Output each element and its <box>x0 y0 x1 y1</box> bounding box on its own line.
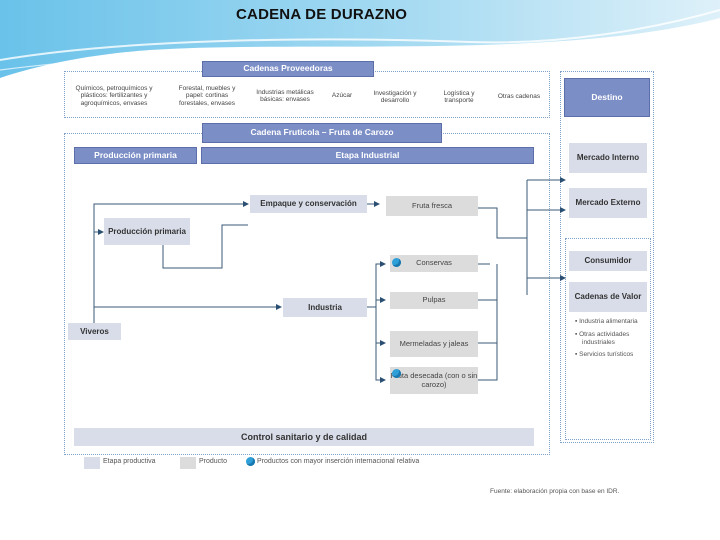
slide-title: CADENA DE DURAZNO <box>236 6 408 23</box>
cadena-header: Cadena Frutícola – Fruta de Carozo <box>202 123 442 143</box>
proveedor-item: Industrias metálicas básicas: envases <box>256 88 314 103</box>
control-sanitario-bar: Control sanitario y de calidad <box>74 428 534 446</box>
source-note: Fuente: elaboración propia con base en I… <box>490 488 620 495</box>
legend-producto-swatch <box>180 457 196 469</box>
header-swoosh-decoration <box>0 0 720 78</box>
producto-conservas: Conservas <box>390 255 478 272</box>
viveros-box: Viveros <box>68 323 121 340</box>
insercion-marker-icon <box>392 369 401 378</box>
list-item: ▪ Otras actividades industriales <box>575 330 630 346</box>
legend-insercion-icon <box>246 457 255 466</box>
industria-box: Industria <box>283 298 367 317</box>
cadenas-valor-list: ▪ Industria alimentaria ▪ Otras activida… <box>575 318 647 364</box>
insercion-marker-icon <box>392 258 401 267</box>
produccion-primaria-header: Producción primaria <box>74 147 197 164</box>
consumidor-box: Consumidor <box>569 251 647 271</box>
legend-insercion-label: Productos con mayor inserción internacio… <box>257 458 420 465</box>
legend-etapa-swatch <box>84 457 100 469</box>
producto-pulpas: Pulpas <box>390 292 478 309</box>
destino-frame <box>560 71 654 443</box>
cadenas-valor-box: Cadenas de Valor <box>569 282 647 312</box>
producto-fruta-fresca: Fruta fresca <box>386 196 478 216</box>
mercado-interno-box: Mercado Interno <box>569 143 647 173</box>
empaque-box: Empaque y conservación <box>250 195 367 213</box>
proveedor-item: Investigación y desarrollo <box>373 89 417 104</box>
list-item: ▪ Servicios turísticos <box>575 351 634 359</box>
destino-header: Destino <box>564 78 650 117</box>
proveedor-item: Azúcar <box>331 92 353 100</box>
proveedoras-header: Cadenas Proveedoras <box>202 61 374 77</box>
legend-etapa-label: Etapa productiva <box>103 458 156 465</box>
proveedor-item: Forestal, muebles y papel: cortinas fore… <box>178 84 236 107</box>
consumidor-inner-frame <box>565 238 651 440</box>
mercado-externo-box: Mercado Externo <box>569 188 647 218</box>
etapa-industrial-header: Etapa Industrial <box>201 147 534 164</box>
legend-producto-label: Producto <box>199 458 228 465</box>
producto-fruta-desecada: Fruta desecada (con o sin carozo) <box>390 367 478 394</box>
list-item: ▪ Industria alimentaria <box>575 318 638 325</box>
producto-mermeladas: Mermeladas y jaleas <box>390 331 478 357</box>
proveedor-item: Químicos, petroquímicos y plásticos: fer… <box>75 84 153 107</box>
proveedor-item: Otras cadenas <box>497 93 541 101</box>
produccion-primaria-box: Producción primaria <box>104 218 190 245</box>
proveedor-item: Logística y transporte <box>443 89 475 104</box>
